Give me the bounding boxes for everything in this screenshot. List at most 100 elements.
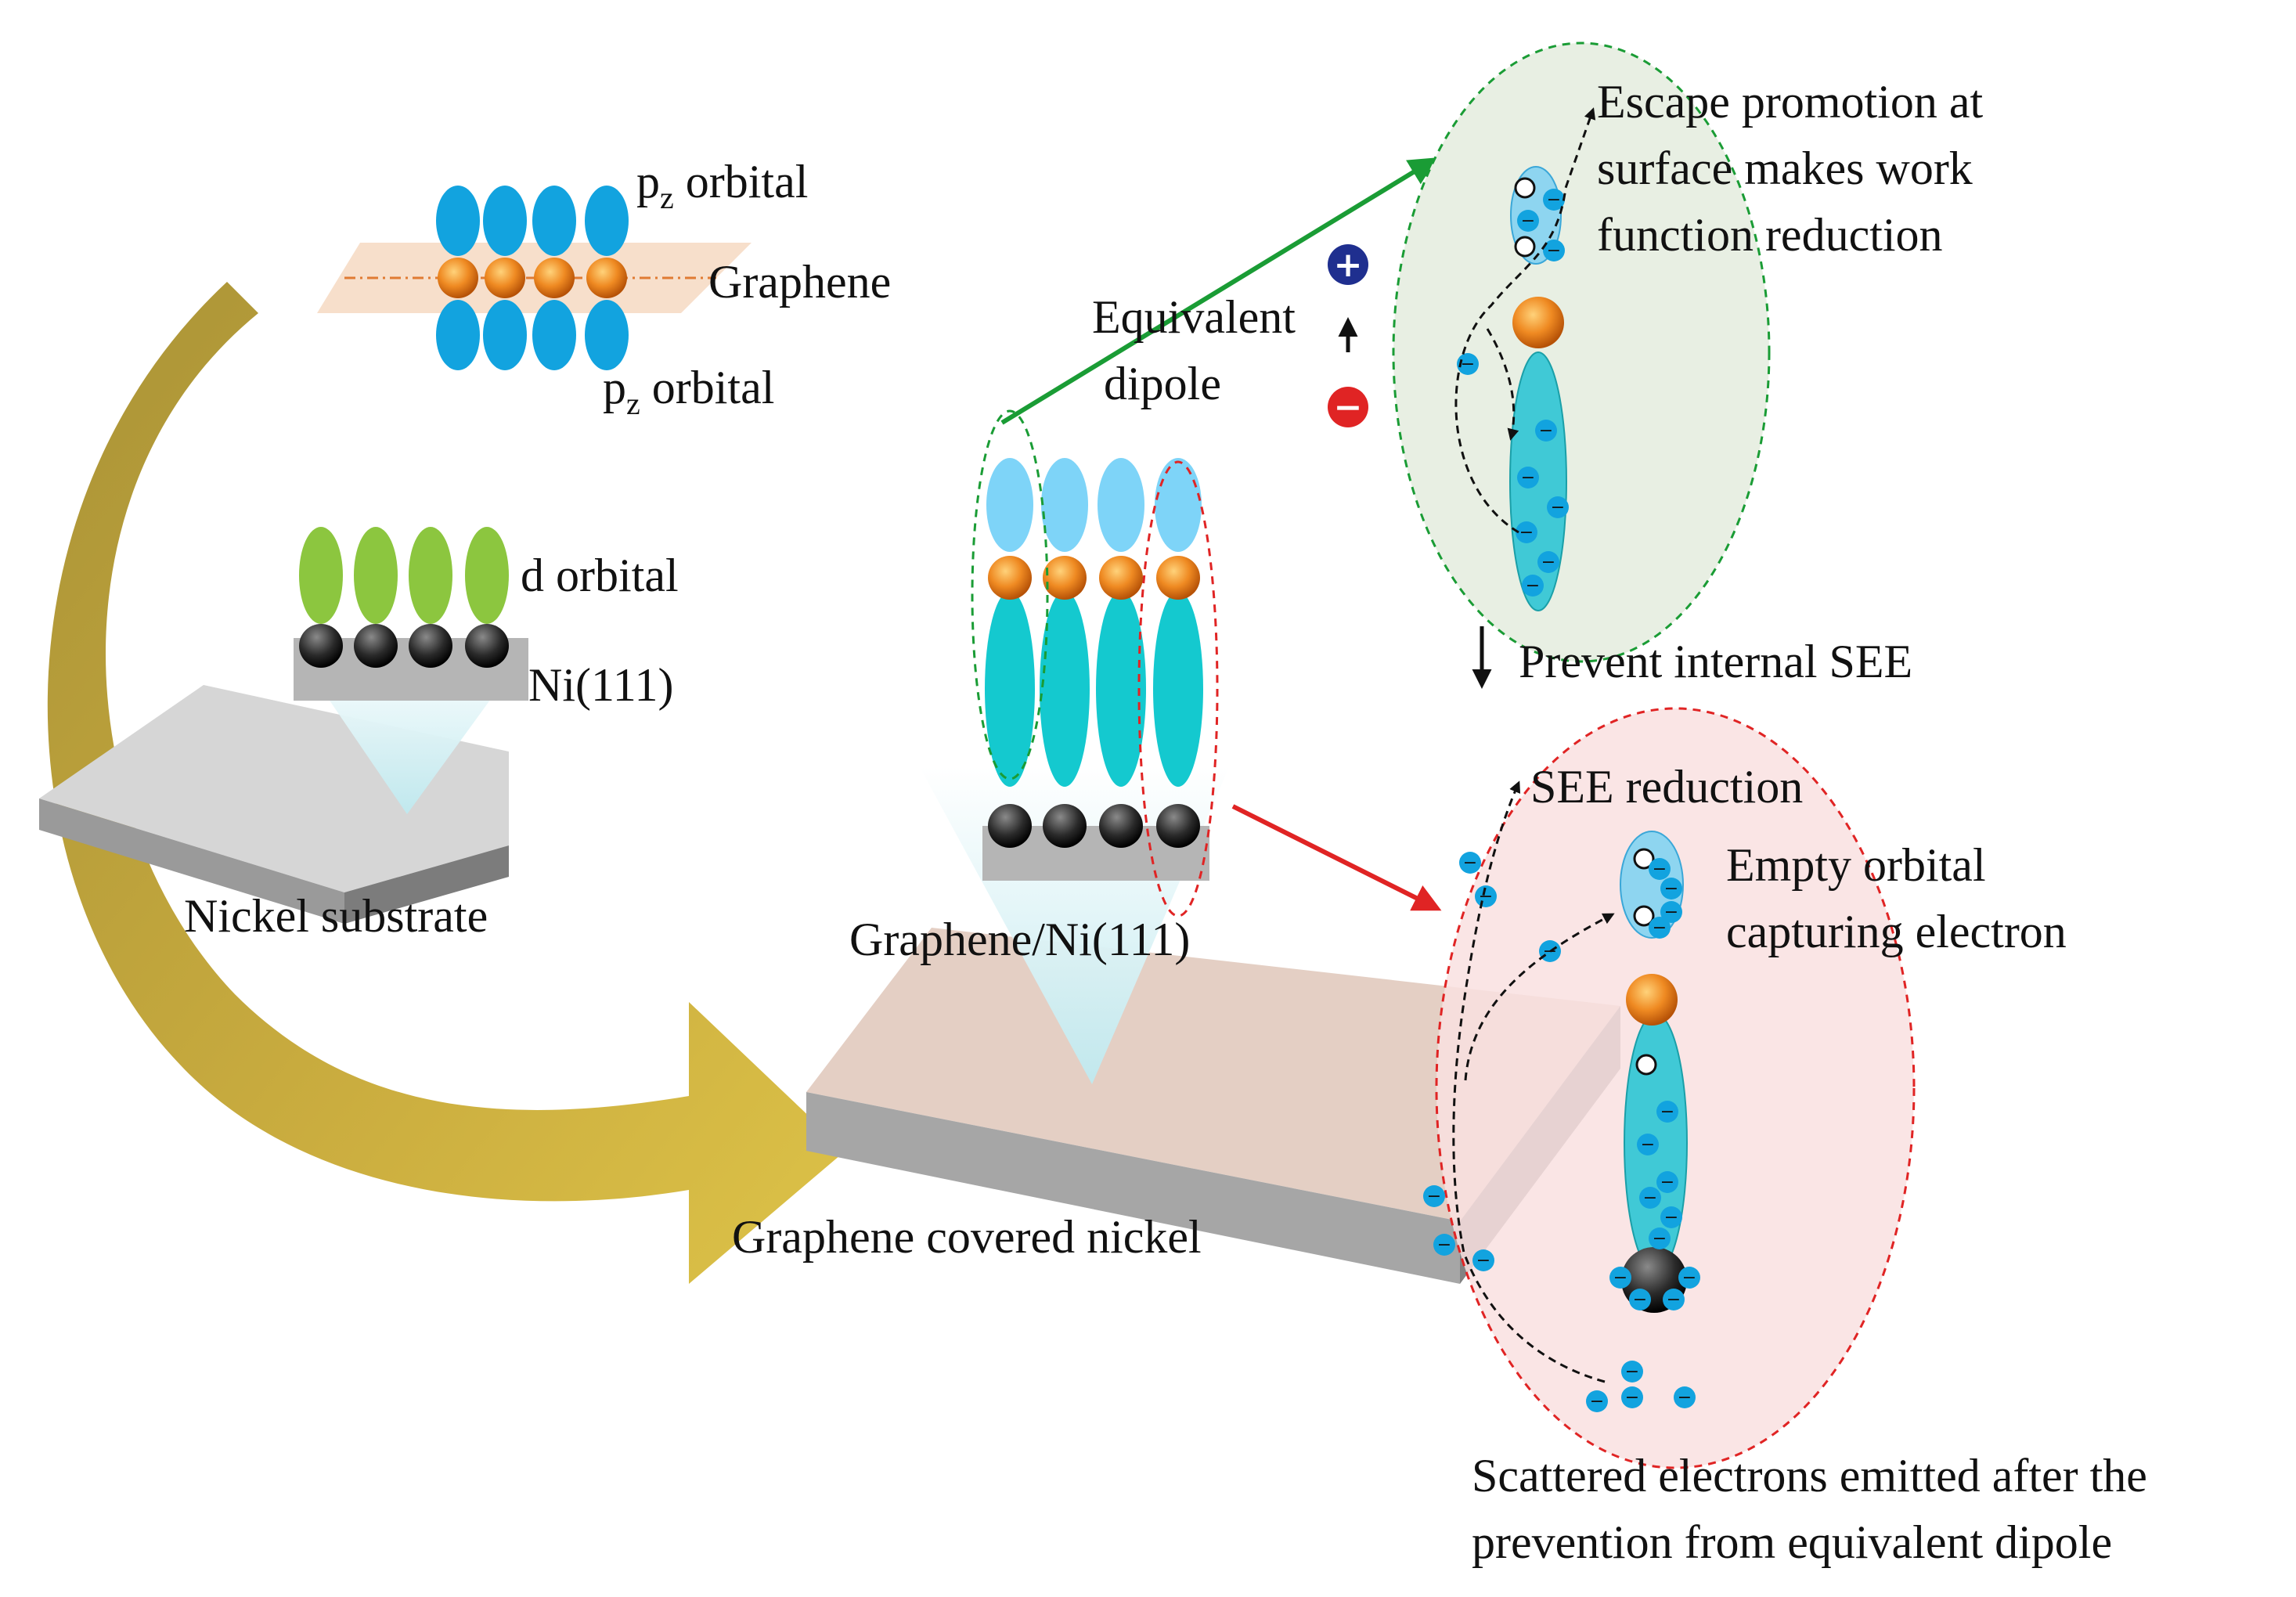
svg-text:−: − (1660, 1102, 1674, 1122)
electron-icon: − (1522, 575, 1544, 597)
electron-icon: − (1423, 1185, 1445, 1207)
electron-icon: − (1621, 1361, 1643, 1383)
electron-icon: − (1674, 1386, 1696, 1408)
svg-text:−: − (1539, 421, 1553, 441)
svg-text:−: − (1613, 1268, 1627, 1288)
transformation-arrow (47, 282, 846, 1284)
capture-path (1464, 913, 1615, 1081)
electron-icon: − (1586, 1390, 1608, 1412)
electron-icon: − (1516, 521, 1537, 543)
graphene-pz-group (317, 186, 752, 370)
hole-icon (1514, 177, 1536, 199)
svg-text:−: − (1643, 1188, 1657, 1208)
graphene-covered-nickel-label: Graphene covered nickel (732, 1211, 1202, 1263)
electron-icon: − (1543, 189, 1565, 211)
svg-text:−: − (1476, 1251, 1490, 1271)
electron-icon: − (1660, 1206, 1682, 1228)
electron-icon: − (1543, 240, 1565, 261)
svg-text:−: − (1547, 241, 1561, 261)
electron-icon: − (1660, 878, 1682, 899)
equivalent-label: Equivalent (1092, 291, 1296, 343)
scattered-label-2: prevention from equivalent dipole (1472, 1516, 2112, 1568)
electron-icon: − (1537, 551, 1559, 573)
hole-icon (1514, 236, 1536, 258)
electron-icon: − (1656, 1101, 1678, 1123)
escape-path (1454, 107, 1596, 534)
empty-orbital-label-2: capturing electron (1726, 906, 2067, 957)
svg-text:−: − (1653, 918, 1667, 938)
svg-text:−: − (1667, 1290, 1681, 1310)
svg-text:−: − (1625, 1388, 1639, 1408)
scattered-label-1: Scattered electrons emitted after the (1472, 1450, 2147, 1501)
electron-icon: − (1629, 1289, 1651, 1310)
electron-icon: − (1621, 1386, 1643, 1408)
svg-text:−: − (1590, 1392, 1604, 1411)
escape-label-1: Escape promotion at (1597, 76, 1984, 128)
svg-text:−: − (1551, 498, 1565, 517)
svg-text:−: − (1541, 553, 1555, 572)
svg-text:−: − (1678, 1388, 1692, 1408)
electron-icon: − (1457, 353, 1479, 375)
electron-icon: − (1663, 1289, 1685, 1310)
nickel-atoms-left (299, 624, 509, 668)
red-carbon-atom (1626, 974, 1678, 1026)
hole-icon (1633, 848, 1655, 870)
svg-text:−: − (1633, 1290, 1647, 1310)
electron-icon: − (1459, 852, 1481, 874)
prevent-internal-see-label: Prevent internal SEE (1519, 636, 1912, 687)
svg-text:−: − (1664, 879, 1678, 899)
electron-icon: − (1660, 901, 1682, 923)
hybrid-orbitals (985, 591, 1203, 787)
electron-icon: − (1433, 1234, 1455, 1256)
svg-text:−: − (1521, 468, 1535, 488)
svg-text:−: − (1664, 903, 1678, 922)
red-dashed-selection (1137, 460, 1219, 917)
electron-icon: − (1517, 210, 1539, 232)
svg-text:−: − (1653, 1229, 1667, 1249)
pz-orbital-label-top: pz orbital (636, 156, 808, 215)
nickel-substrate-label: Nickel substrate (184, 890, 488, 942)
electron-icon: − (1637, 1134, 1659, 1155)
electron-icon: − (1517, 467, 1539, 488)
svg-text:−: − (1521, 211, 1535, 231)
negative-charge-icon: − (1328, 387, 1368, 427)
carbon-atoms-middle (988, 556, 1200, 600)
svg-text:−: − (1427, 1187, 1441, 1206)
dipole-label: dipole (1104, 358, 1221, 409)
hole-icon (1633, 905, 1655, 927)
svg-text:−: − (1660, 1173, 1674, 1192)
d-orbitals (299, 527, 509, 624)
pz-orbitals-bottom (436, 300, 629, 370)
see-reduction-label: SEE reduction (1530, 761, 1803, 813)
empty-orbital-label-1: Empty orbital (1726, 839, 1986, 891)
green-detail-region (1392, 41, 1771, 663)
red-connector-arrow (1231, 804, 1442, 911)
carbon-atoms-top-left (438, 258, 627, 298)
internal-path (1486, 328, 1519, 441)
electron-icon: − (1678, 1267, 1700, 1289)
svg-text:−: − (1543, 942, 1557, 961)
svg-text:−: − (1641, 1135, 1655, 1155)
positive-charge-icon: + (1328, 244, 1368, 285)
svg-text:−: − (1625, 1362, 1639, 1382)
electron-icon: − (1547, 496, 1569, 518)
red-electrons: − − − − − − − − − − − − − − − − − − − − … (1423, 852, 1700, 1412)
green-electrons: − − − − − − − − − − (1457, 189, 1569, 597)
electron-icon: − (1472, 1249, 1494, 1271)
pz-orbital-label-bottom: pz orbital (603, 362, 774, 421)
electron-icon: − (1609, 1267, 1631, 1289)
ni111-label: Ni(111) (528, 659, 674, 711)
green-carbon-atom (1512, 297, 1564, 348)
nickel-atoms-middle (988, 804, 1200, 848)
electron-icon: − (1649, 917, 1671, 939)
svg-text:−: − (1653, 860, 1667, 879)
svg-text:+: + (1334, 245, 1363, 285)
graphene-ni111-label: Graphene/Ni(111) (849, 914, 1190, 965)
electron-icon: − (1639, 1187, 1661, 1209)
electron-icon: − (1649, 1227, 1671, 1249)
svg-text:−: − (1334, 388, 1363, 427)
light-pz-orbitals (986, 458, 1202, 552)
svg-text:−: − (1682, 1268, 1696, 1288)
d-orbital-label: d orbital (521, 550, 679, 601)
